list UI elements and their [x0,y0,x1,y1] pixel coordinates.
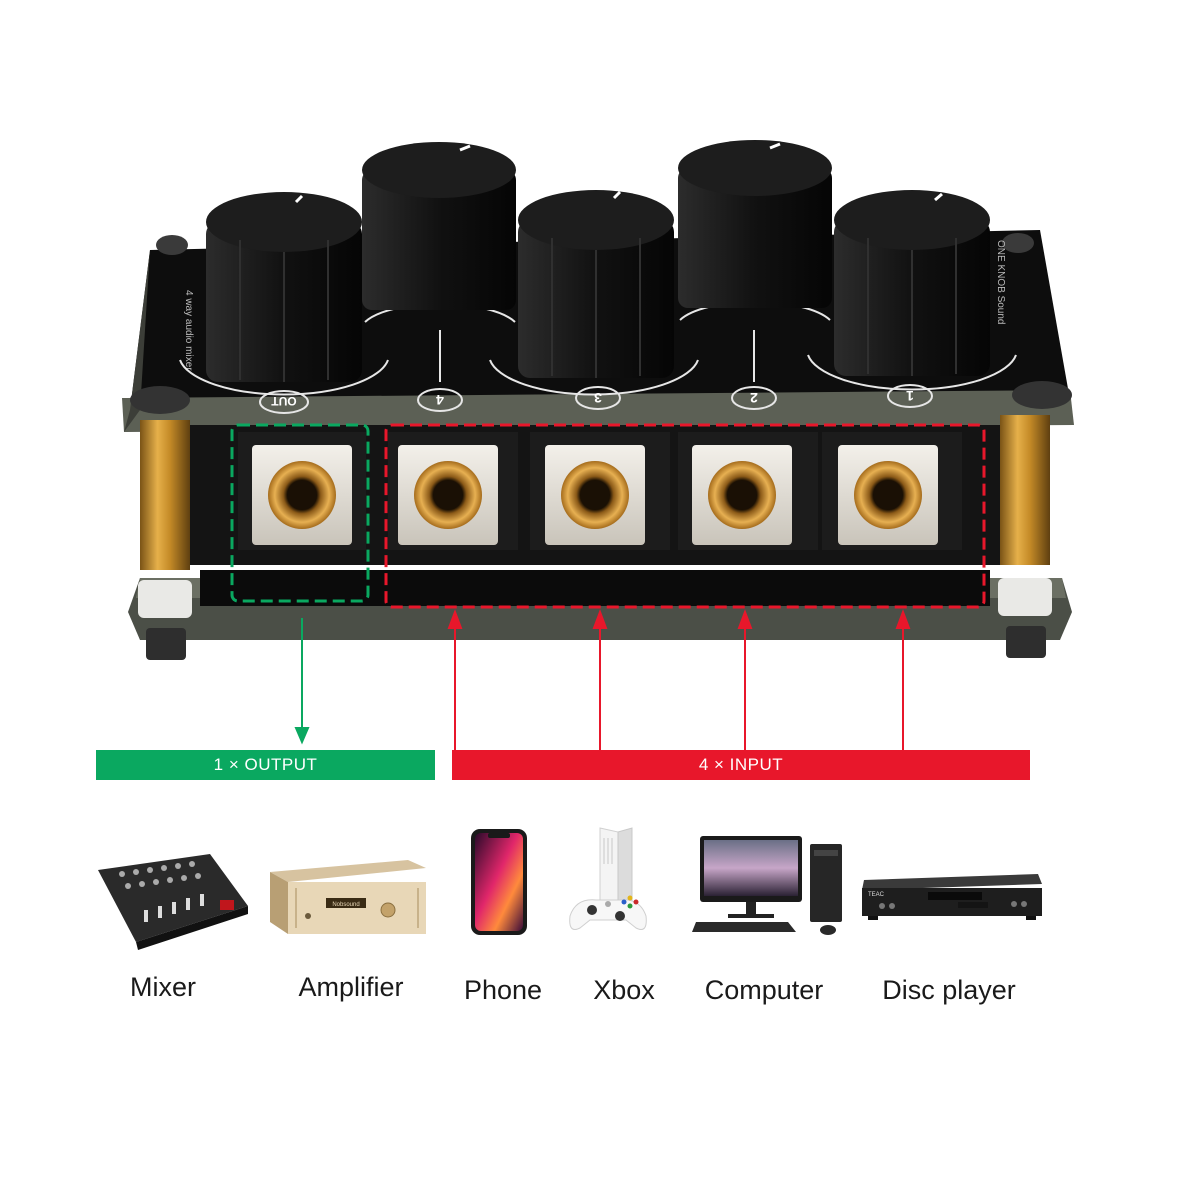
output-banner: 1 × OUTPUT [96,750,435,780]
knob-back-2[interactable] [678,140,832,308]
knob-out[interactable] [206,192,362,382]
knob-label-2: 2 [750,390,758,406]
knob-label-1: 1 [906,388,914,404]
audio-mixer-device: 4 way audio mixer ONE KNOB Sound OUT 4 3… [122,140,1074,660]
device-label-phone: Phone [463,975,543,1005]
left-panel-text: 4 way audio mixer [183,290,194,371]
device-label-computer: Computer [704,975,824,1005]
output-banner-label: 1 × OUTPUT [213,755,318,774]
device-label-mixer: Mixer [130,972,196,1002]
mixer-icon [98,854,248,950]
knob-labels: OUT 4 3 2 1 [259,384,933,414]
output-highlight-box [230,423,370,603]
input-highlight-box [384,423,986,609]
knob-label-3: 3 [594,390,602,406]
knob-back-4[interactable] [362,142,516,310]
knob-label-out: OUT [271,394,297,408]
input-banner: 4 × INPUT [452,750,1030,780]
amplifier-icon: Nobsound [270,860,426,934]
disc-player-icon: TEAC [862,874,1042,920]
rca-jack-input-4[interactable] [388,432,518,550]
disc-player-brand: TEAC [868,892,885,898]
rca-jack-input-1[interactable] [822,432,962,550]
device-label-disc-player: Disc player [882,975,1016,1005]
phone-icon [471,829,527,935]
input-banner-label: 4 × INPUT [698,755,784,774]
knob-label-4: 4 [436,392,444,408]
rca-jack-output[interactable] [238,432,366,550]
computer-icon [692,836,842,935]
rca-jack-input-3[interactable] [530,432,670,550]
knob-3[interactable] [518,190,674,378]
device-label-xbox: Xbox [593,975,655,1005]
knob-1[interactable] [834,190,990,376]
connection-arrows [294,609,911,750]
amplifier-brand: Nobsound [332,902,359,908]
device-label-amplifier: Amplifier [298,972,404,1002]
right-panel-text: ONE KNOB Sound [995,240,1006,324]
xbox-icon [569,827,647,930]
rca-jack-input-2[interactable] [678,432,818,550]
